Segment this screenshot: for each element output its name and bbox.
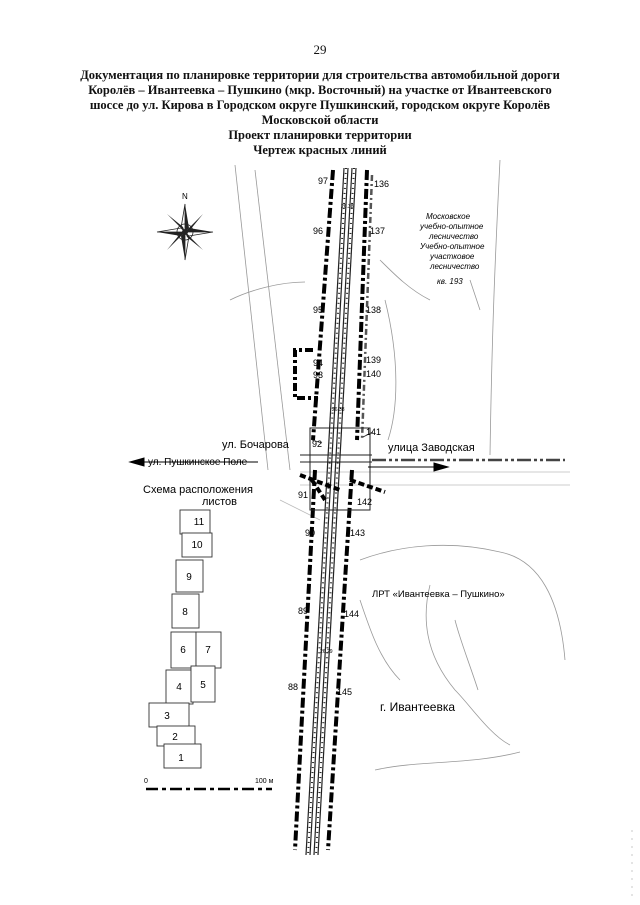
- scale-bar: 0 100 м: [144, 778, 274, 791]
- sheet-box-5: [190, 665, 216, 703]
- track-number-c: 26.29: [320, 649, 333, 655]
- sheet-layout-schema: [148, 509, 222, 769]
- sheet-number-3: 3: [164, 711, 170, 722]
- sheet-box-9: [175, 559, 204, 593]
- sheet-numbers: 11 10 9 8 6 7 4 5 3 2 1: [164, 517, 211, 764]
- point-label-141: 141: [366, 427, 381, 437]
- point-label-97: 97: [318, 176, 328, 186]
- sheet-box-10: [181, 532, 213, 558]
- quarter-label: кв. 193: [437, 277, 463, 286]
- heading-line-1: Документация по планировке территории дл…: [80, 68, 560, 82]
- tram-tracks: [305, 167, 357, 856]
- forest-label-6: лесничество: [429, 262, 480, 271]
- sheet-number-9: 9: [186, 572, 192, 583]
- forest-label-3: лесничество: [428, 232, 479, 241]
- red-line-secondary: [360, 174, 374, 441]
- point-label-89: 89: [298, 606, 308, 616]
- point-label-144: 144: [344, 609, 359, 619]
- point-label-137: 137: [370, 226, 385, 236]
- red-lines: [293, 169, 369, 851]
- compass-north-label: N: [182, 192, 188, 201]
- terrain-contours: [229, 159, 570, 771]
- point-label-139: 139: [366, 355, 381, 365]
- intersection-red-lines: [299, 473, 386, 502]
- compass-rose: N: [156, 192, 214, 261]
- sheet-box-1: [163, 743, 202, 769]
- sheet-box-3: [148, 702, 190, 728]
- point-label-138: 138: [366, 305, 381, 315]
- sheet-number-11: 11: [194, 517, 205, 528]
- street-arrows: [128, 457, 565, 472]
- sheet-number-1: 1: [178, 753, 184, 764]
- track-number-a: 26.38: [341, 204, 354, 210]
- point-label-145: 145: [337, 687, 352, 697]
- heading-line-4: Московской области: [261, 113, 379, 127]
- heading-line-6: Чертеж красных линий: [253, 143, 387, 157]
- sheet-box-7: [195, 631, 222, 669]
- heading-line-5: Проект планировки территории: [228, 128, 412, 142]
- scale-zero-label: 0: [144, 778, 148, 785]
- schema-title-line-2: листов: [202, 496, 237, 508]
- schema-title-line-1: Схема расположения: [143, 484, 253, 496]
- point-label-136: 136: [374, 179, 389, 189]
- point-label-91: 91: [298, 490, 308, 500]
- point-numbers: 97 96 95 94 93 92 91 90 89 88 136 137 13…: [288, 176, 389, 697]
- track-number-b: 26.38: [332, 407, 345, 413]
- point-label-95: 95: [313, 305, 323, 315]
- point-label-88: 88: [288, 682, 298, 692]
- point-label-140: 140: [366, 369, 381, 379]
- point-label-142: 142: [357, 497, 372, 507]
- sheet-box-8: [171, 593, 200, 629]
- sheet-number-5: 5: [200, 680, 206, 691]
- point-label-92: 92: [312, 439, 322, 449]
- sheet-number-7: 7: [205, 645, 211, 656]
- sheet-box-11: [179, 509, 211, 535]
- forest-label-4: Учебно-опытное: [419, 242, 485, 251]
- sheet-number-4: 4: [176, 682, 182, 693]
- city-label: г. Ивантеевка: [380, 700, 455, 714]
- lrt-label: ЛРТ «Ивантеевка – Пушкино»: [372, 589, 505, 600]
- forest-label-1: Московское: [426, 212, 471, 221]
- sheet-number-8: 8: [182, 607, 188, 618]
- point-label-143: 143: [350, 528, 365, 538]
- street-zavodskaya-label: улица Заводская: [388, 442, 475, 454]
- forest-label-2: учебно-опытное: [419, 222, 484, 231]
- map-labels: Московское учебно-опытное лесничество Уч…: [143, 204, 505, 714]
- intersection-area: [300, 427, 372, 511]
- heading-line-2: Королёв – Ивантеевка – Пушкино (мкр. Вос…: [88, 83, 552, 97]
- sheet-number-2: 2: [172, 732, 178, 743]
- forest-label-5: участковое: [429, 252, 475, 261]
- point-label-96: 96: [313, 226, 323, 236]
- page-number: 29: [313, 42, 327, 57]
- scale-end-label: 100 м: [255, 778, 274, 785]
- street-pushkinskoe-label: ул. Пушкинское Поле: [148, 457, 248, 468]
- sheet-box-6: [170, 631, 197, 669]
- sheet-number-6: 6: [180, 645, 186, 656]
- sheet-number-10: 10: [191, 540, 203, 551]
- heading-line-3: шоссе до ул. Кирова в Городском округе П…: [89, 98, 551, 112]
- leader-lines: [311, 431, 374, 444]
- document-heading: Документация по планировке территории дл…: [60, 68, 580, 158]
- street-bocharova-label: ул. Бочарова: [222, 439, 290, 451]
- point-label-90: 90: [305, 528, 315, 538]
- point-label-93: 93: [313, 370, 323, 380]
- point-label-94: 94: [313, 358, 323, 368]
